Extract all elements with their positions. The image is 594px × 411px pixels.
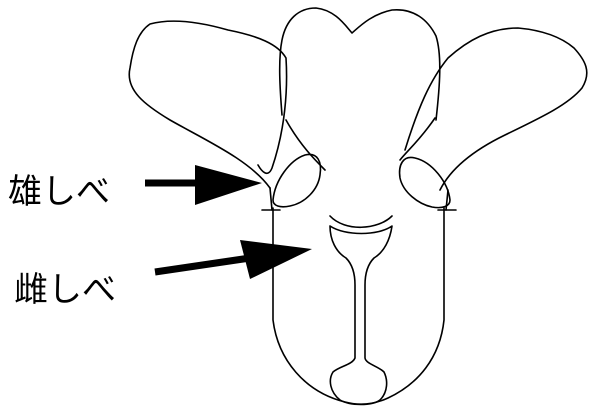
right-petal bbox=[405, 28, 587, 190]
pistil-top-arc bbox=[330, 216, 392, 227]
pistil bbox=[330, 226, 392, 405]
receptacle bbox=[273, 208, 444, 404]
pistil-label: 雌しべ bbox=[14, 273, 116, 307]
left-petal bbox=[129, 21, 286, 188]
pistil-arrow bbox=[155, 240, 312, 279]
stamen-arrow bbox=[145, 165, 262, 205]
stamen-label: 雄しべ bbox=[8, 175, 110, 209]
left-anther bbox=[273, 154, 320, 206]
top-petal bbox=[280, 8, 440, 120]
right-anther bbox=[400, 157, 450, 207]
inner-line-right bbox=[400, 118, 435, 160]
